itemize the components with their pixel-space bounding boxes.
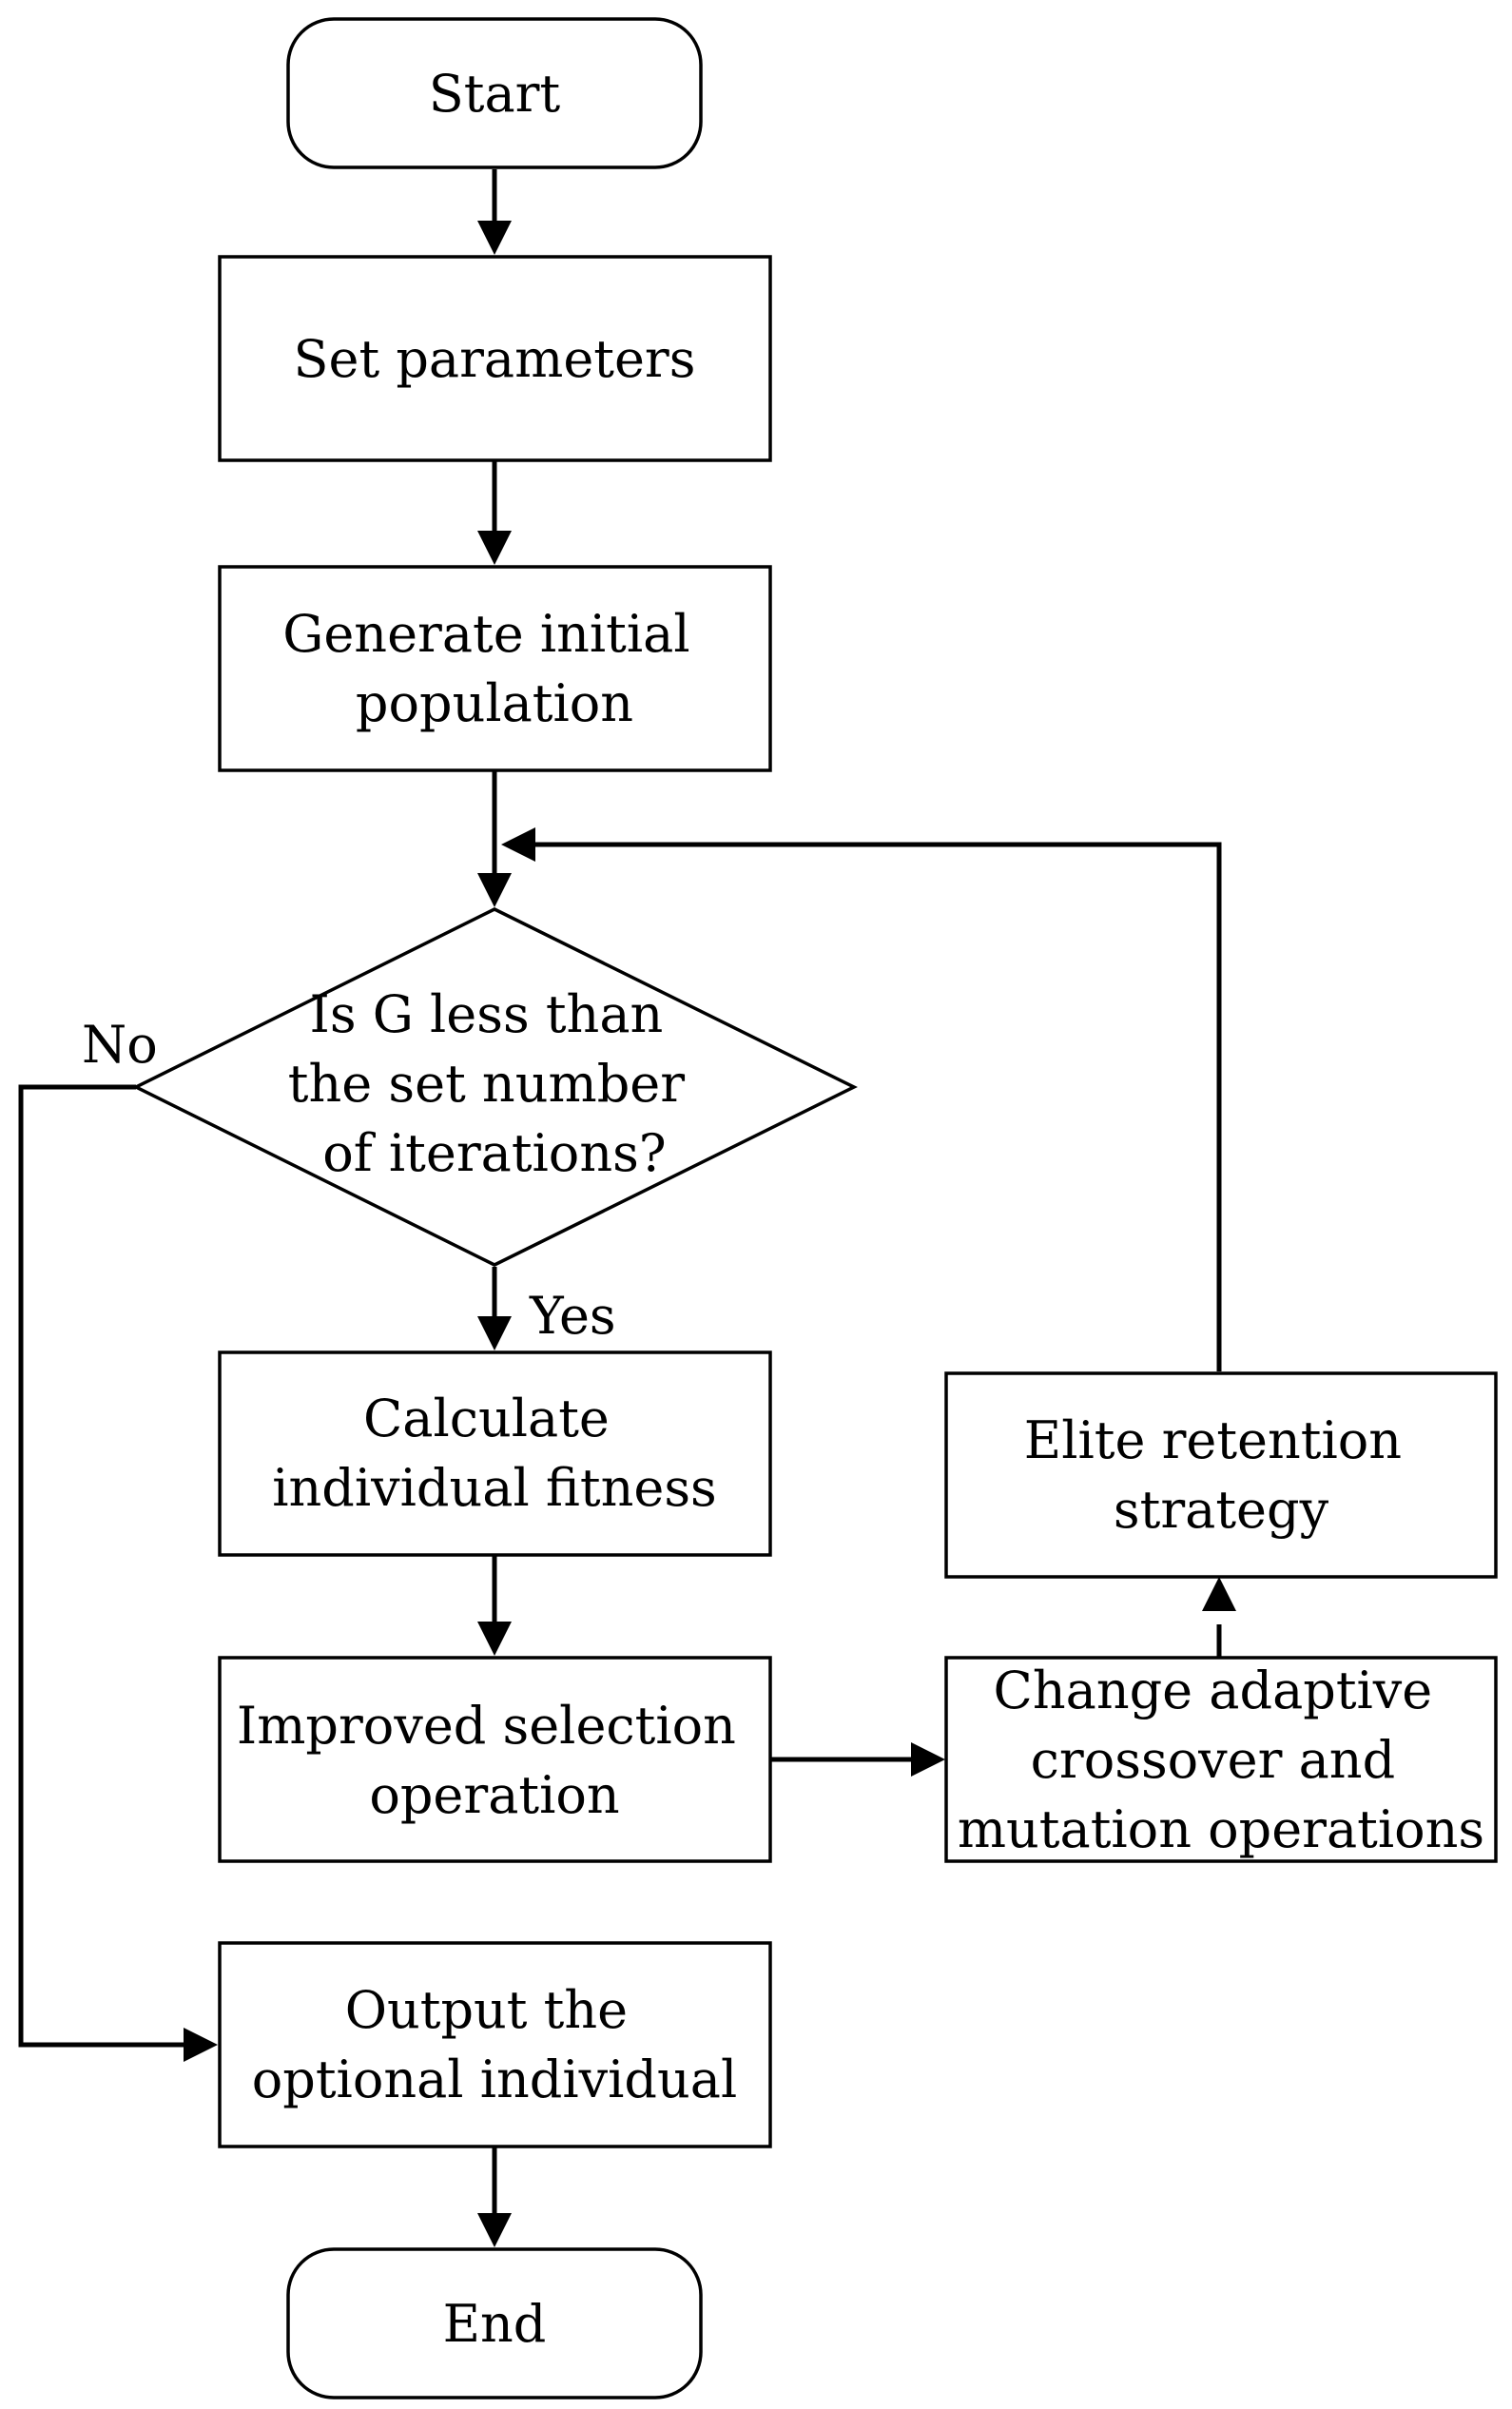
edge-label-yes: Yes — [529, 1286, 616, 1346]
node-crossover-mutation-label: Change adaptive crossover and mutation o… — [958, 1661, 1484, 1859]
node-calc-fitness-label: Calculate individual fitness — [272, 1389, 717, 1518]
node-calc-fitness: Calculate individual fitness — [218, 1350, 772, 1557]
arrowhead-down-icon — [477, 221, 512, 255]
arrowhead-down-icon — [477, 1316, 512, 1350]
connectors — [18, 169, 1222, 2213]
node-selection: Improved selection operation — [218, 1656, 772, 1863]
arrowhead-down-icon — [477, 2213, 512, 2247]
node-elite-label: Elite retention strategy — [1024, 1410, 1418, 1540]
node-decision: Is G less than the set number of iterati… — [132, 907, 858, 1267]
node-generate-population: Generate initial population — [218, 565, 772, 772]
node-start-label: Start — [429, 64, 561, 124]
node-selection-label: Improved selection operation — [237, 1696, 752, 1825]
node-set-parameters-label: Set parameters — [294, 329, 696, 389]
edge-elite-loop-back — [535, 842, 1222, 1371]
arrowhead-up-icon — [1202, 1577, 1236, 1611]
arrowhead-down-icon — [477, 531, 512, 565]
arrowhead-down-icon — [477, 873, 512, 907]
edge-label-no: No — [82, 1015, 158, 1075]
node-output-label: Output the optional individual — [252, 1980, 737, 2109]
node-start: Start — [286, 17, 703, 169]
arrowhead-right-icon — [911, 1742, 945, 1777]
arrowhead-left-icon — [501, 827, 535, 862]
node-elite: Elite retention strategy — [944, 1371, 1498, 1579]
arrowhead-down-icon — [477, 1622, 512, 1656]
node-end: End — [286, 2247, 703, 2399]
node-decision-label: Is G less than the set number of iterati… — [288, 984, 701, 1183]
node-generate-population-label: Generate initial population — [282, 604, 707, 733]
arrowhead-right-icon — [184, 2028, 218, 2062]
edge-decision-no-to-output — [18, 1084, 184, 2048]
node-crossover-mutation: Change adaptive crossover and mutation o… — [944, 1656, 1498, 1863]
node-end-label: End — [443, 2294, 547, 2354]
node-output: Output the optional individual — [218, 1941, 772, 2148]
node-set-parameters: Set parameters — [218, 255, 772, 462]
arrowheads — [184, 221, 1236, 2247]
